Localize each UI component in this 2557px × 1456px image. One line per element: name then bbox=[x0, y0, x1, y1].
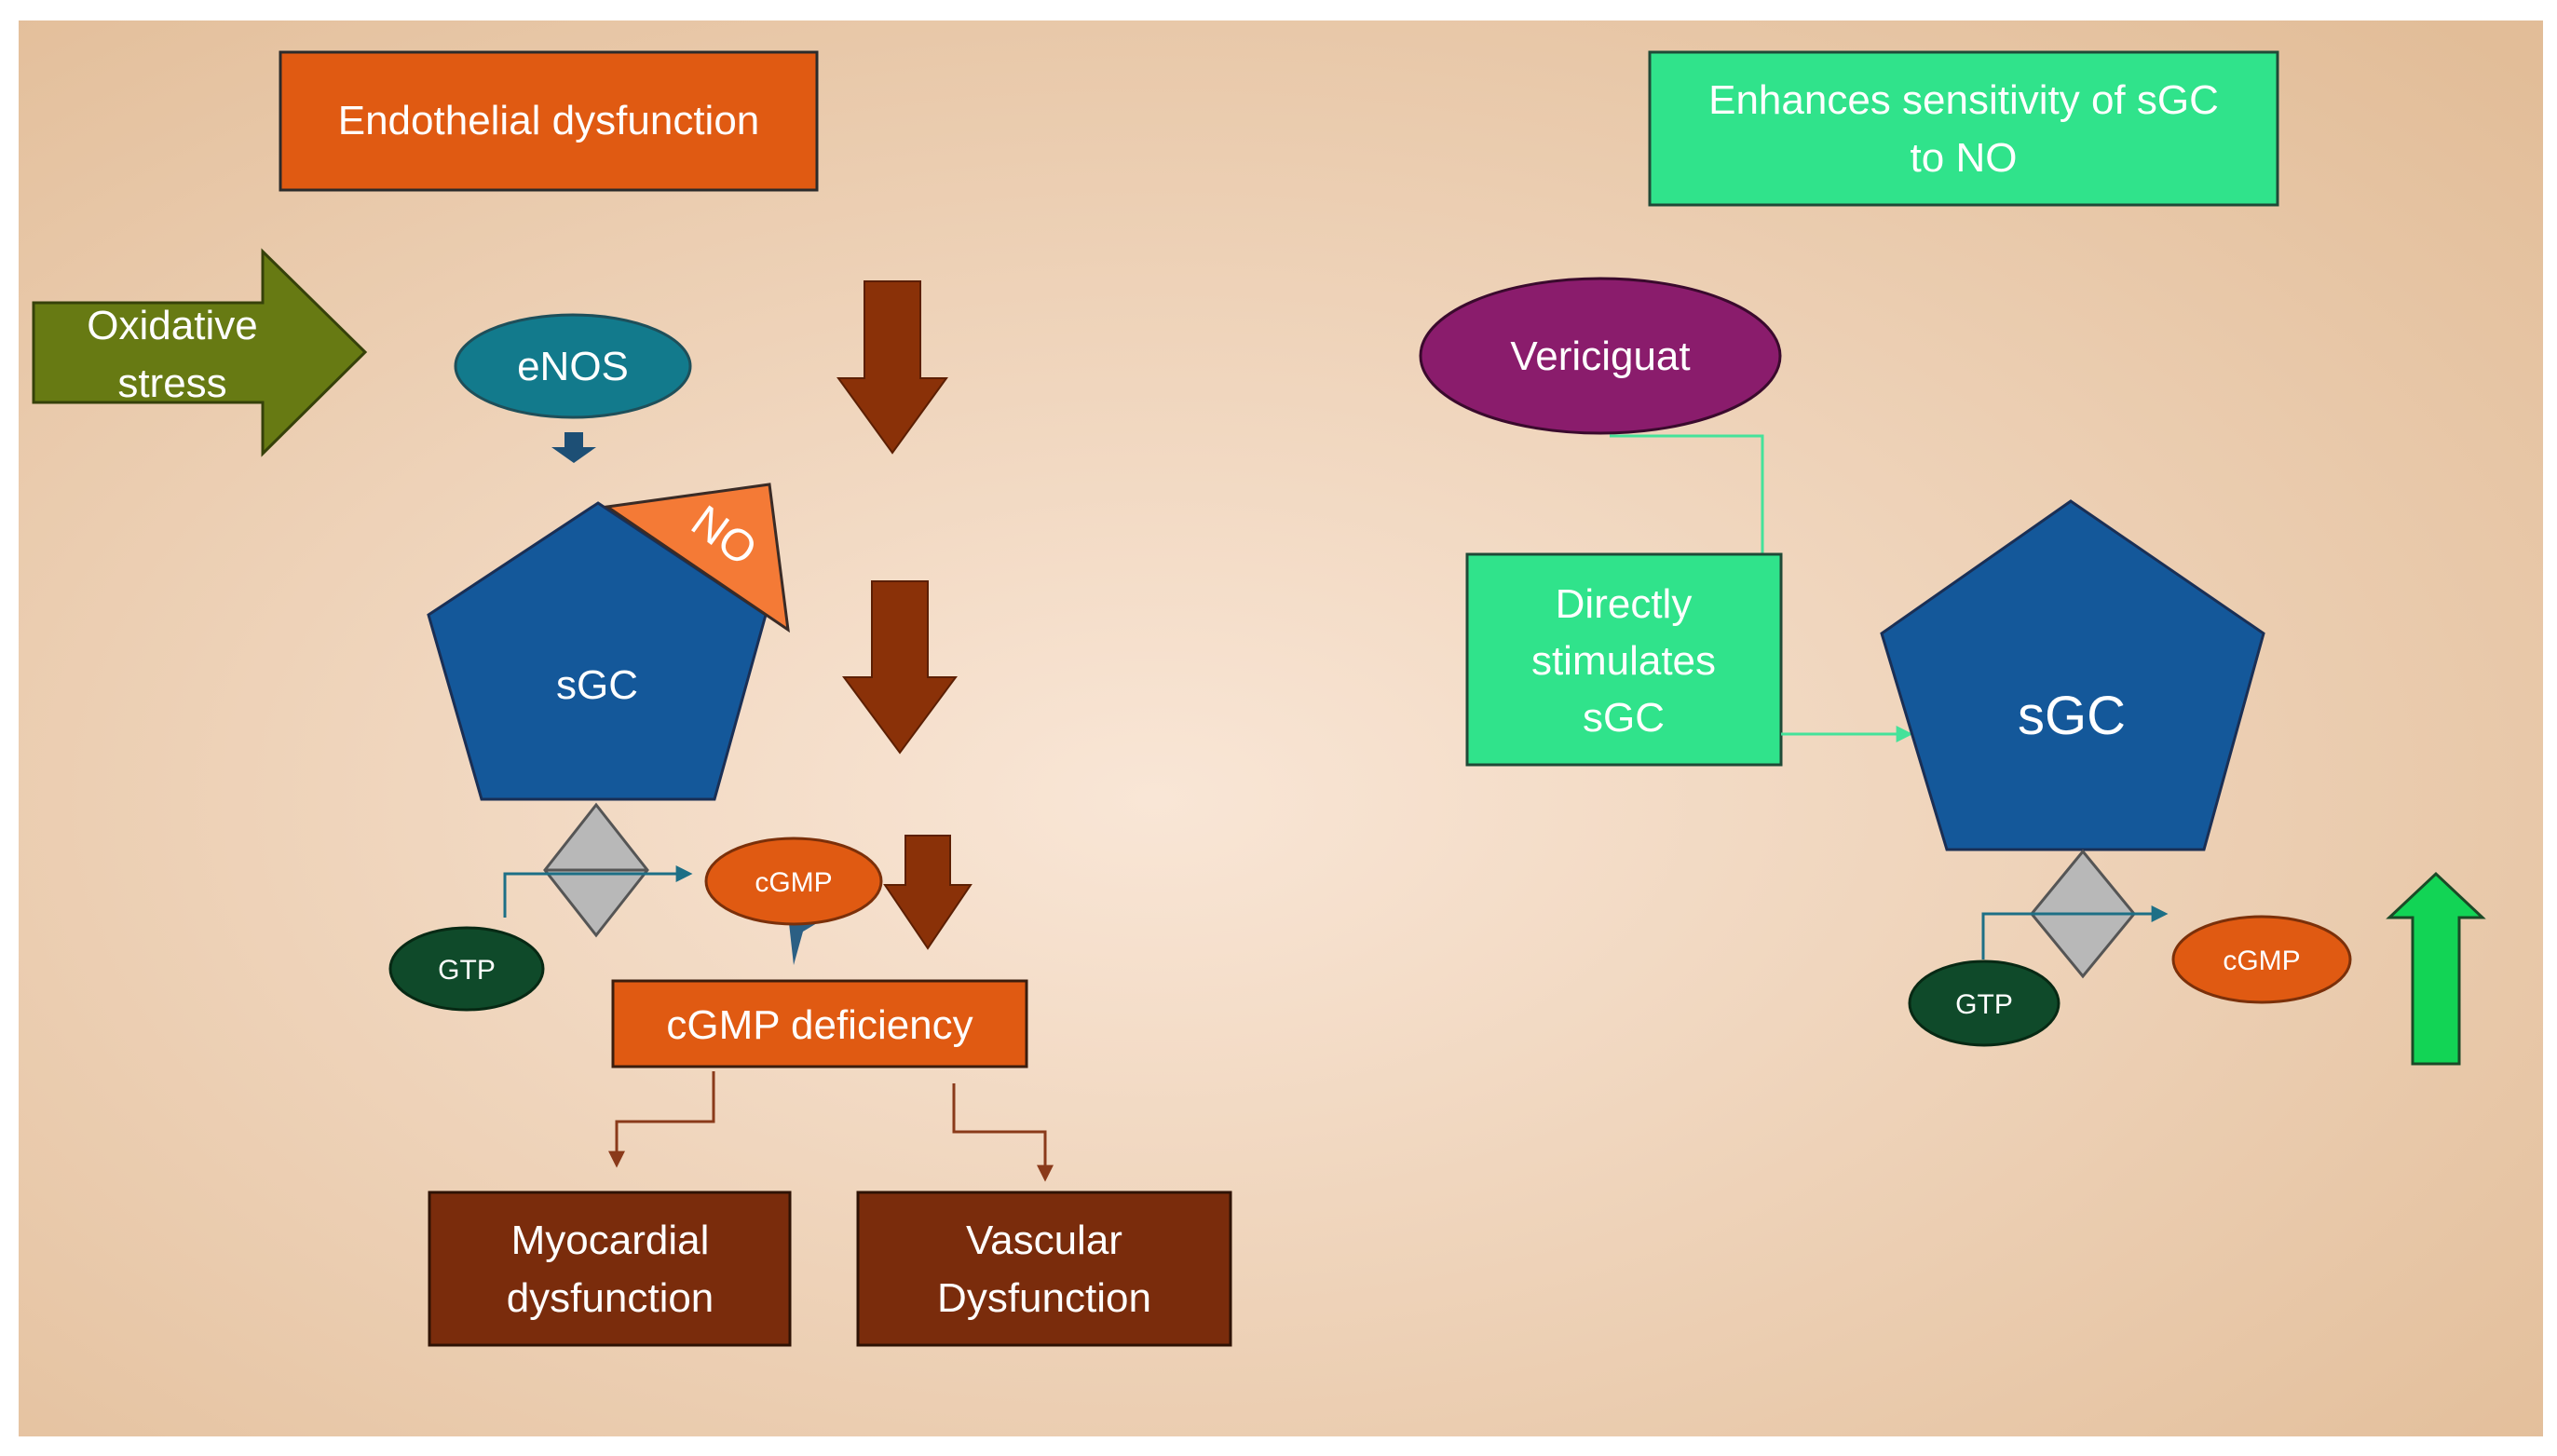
decrease-arrow-icon-3 bbox=[883, 835, 972, 950]
gtp-to-cgmp-connector-left bbox=[503, 865, 693, 918]
no-triangle: NO bbox=[603, 483, 790, 633]
enos-label: eNOS bbox=[517, 344, 629, 389]
directly-stimulates-box: Directly stimulates sGC bbox=[1465, 552, 1783, 767]
sgc-pentagon-right: sGC bbox=[1880, 499, 2265, 851]
cgmp-left-label: cGMP bbox=[755, 867, 832, 898]
gtp-right-label: GTP bbox=[1955, 989, 2013, 1020]
gtp-left-label: GTP bbox=[438, 955, 496, 986]
gtp-ellipse-right: GTP bbox=[1908, 959, 2061, 1047]
vascular-label-line2: Dysfunction bbox=[937, 1275, 1151, 1321]
vascular-dysfunction-box: Vascular Dysfunction bbox=[856, 1191, 1232, 1347]
endothelial-dysfunction-box: Endothelial dysfunction bbox=[279, 50, 819, 192]
vericiguat-label: Vericiguat bbox=[1510, 333, 1690, 379]
cgmp-deficiency-label: cGMP deficiency bbox=[666, 1002, 972, 1048]
sgc-right-label: sGC bbox=[2018, 686, 2126, 746]
myocardial-dysfunction-box: Myocardial dysfunction bbox=[428, 1191, 792, 1347]
cgmp-ellipse-right: cGMP bbox=[2171, 915, 2352, 1004]
cgmp-right-label: cGMP bbox=[2223, 946, 2300, 976]
enhances-label-line2: to NO bbox=[1911, 135, 2018, 181]
decrease-arrow-icon-1 bbox=[836, 280, 948, 455]
directly-label-line3: sGC bbox=[1583, 695, 1665, 741]
sgc-pentagon-left: sGC bbox=[427, 501, 768, 801]
endothelial-dysfunction-label: Endothelial dysfunction bbox=[338, 98, 760, 143]
myocardial-label-line1: Myocardial bbox=[511, 1218, 710, 1263]
enos-ellipse: eNOS bbox=[454, 313, 692, 419]
enhances-sensitivity-box: Enhances sensitivity of sGC to NO bbox=[1648, 50, 2279, 207]
directly-label-line2: stimulates bbox=[1531, 638, 1716, 684]
cgmp-ellipse-left: cGMP bbox=[704, 837, 883, 926]
directly-label-line1: Directly bbox=[1556, 581, 1693, 627]
sgc-left-label: sGC bbox=[556, 662, 638, 708]
oxidative-stress-label-line2: stress bbox=[117, 361, 226, 406]
vericiguat-ellipse: Vericiguat bbox=[1419, 277, 1782, 435]
enos-down-arrow-icon bbox=[551, 432, 596, 463]
cgmp-pointer bbox=[788, 915, 822, 965]
decrease-arrow-icon-2 bbox=[842, 580, 958, 755]
increase-arrow-icon bbox=[2386, 871, 2486, 1066]
vascular-label-line1: Vascular bbox=[966, 1218, 1122, 1263]
oxidative-stress-arrow: Oxidative stress bbox=[32, 248, 368, 457]
vericiguat-to-directly-connector bbox=[1610, 434, 1764, 554]
oxidative-stress-label-line1: Oxidative bbox=[87, 303, 257, 348]
cgmp-deficiency-box: cGMP deficiency bbox=[611, 979, 1028, 1068]
gtp-ellipse-left: GTP bbox=[388, 926, 545, 1012]
enhances-label-line1: Enhances sensitivity of sGC bbox=[1708, 77, 2219, 123]
myocardial-label-line2: dysfunction bbox=[507, 1275, 714, 1321]
gtp-to-cgmp-connector-right bbox=[1981, 905, 2169, 959]
deficiency-to-vascular-connector bbox=[952, 1083, 1054, 1182]
deficiency-to-myocardial-connector bbox=[608, 1071, 715, 1168]
